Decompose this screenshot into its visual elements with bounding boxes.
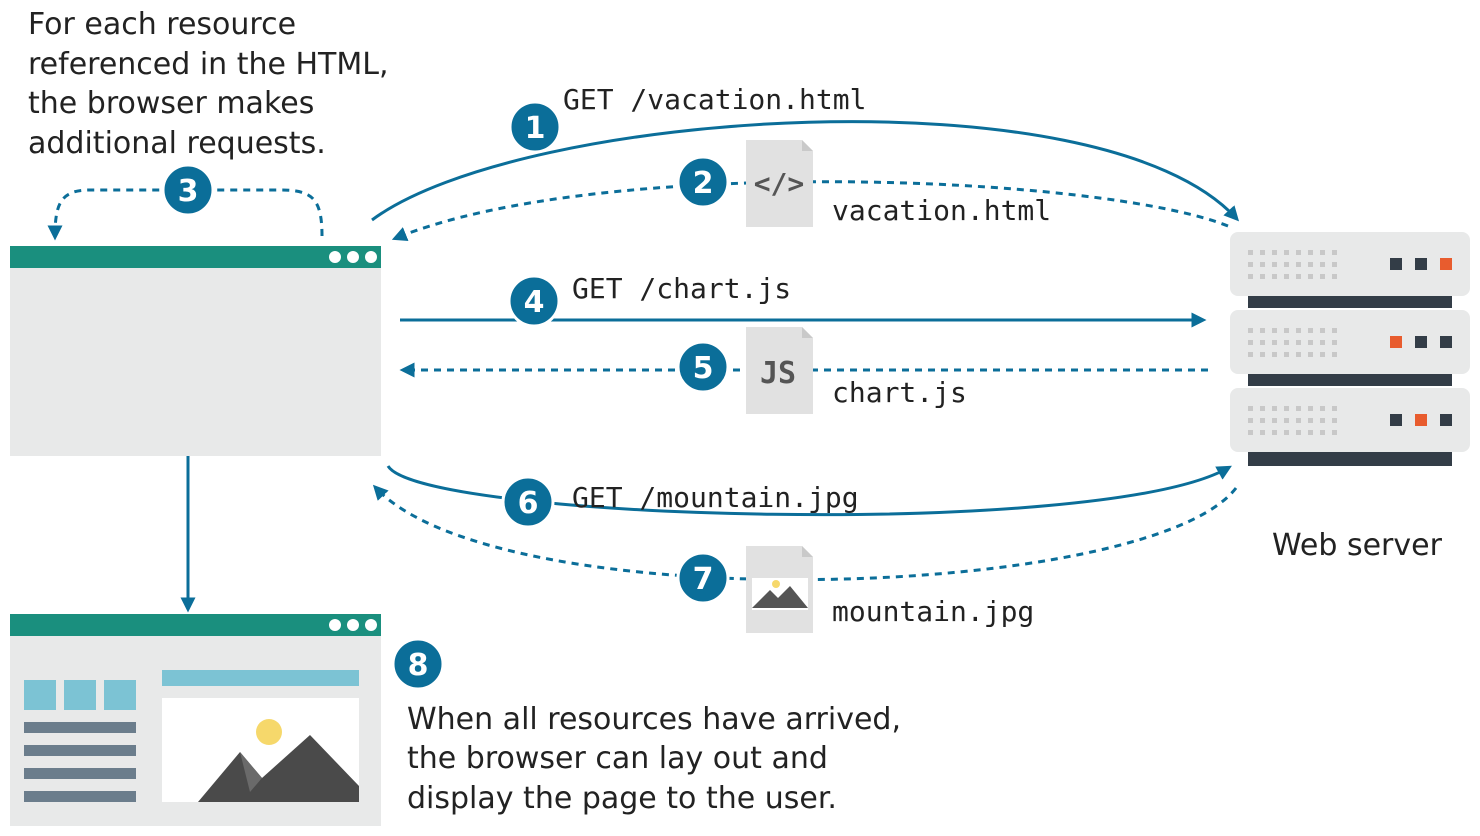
arrow-step-1	[371, 120, 1240, 222]
server-label: Web server	[1272, 528, 1443, 563]
step-badge-5: 5	[676, 340, 730, 394]
svg-text:2: 2	[693, 166, 714, 201]
intro-text: For each resource referenced in the HTML…	[28, 7, 398, 161]
response-label-2: vacation.html	[832, 194, 1051, 227]
step-badge-6: 6	[501, 475, 555, 529]
svg-text:7: 7	[693, 562, 714, 597]
sun-icon	[256, 719, 282, 745]
response-label-5: chart.js	[832, 376, 967, 409]
window-dot-icon	[347, 619, 359, 631]
step-badge-3: 3	[161, 163, 215, 217]
svg-text:6: 6	[518, 486, 539, 521]
window-dot-icon	[347, 251, 359, 263]
response-label-7: mountain.jpg	[832, 595, 1034, 628]
image-file-icon	[746, 546, 813, 633]
arrow-step-6	[386, 465, 1232, 517]
step-badge-4: 4	[507, 274, 561, 328]
svg-text:4: 4	[524, 285, 545, 320]
step-badge-1: 1	[508, 100, 562, 154]
svg-text:1: 1	[525, 111, 546, 146]
request-label-4: GET /chart.js	[572, 272, 791, 305]
html-file-icon: </>	[746, 140, 813, 227]
window-dot-icon	[329, 251, 341, 263]
svg-text:</>: </>	[754, 167, 805, 200]
outro-text: When all resources have arrived, the bro…	[407, 702, 911, 816]
js-file-icon: JS	[746, 327, 813, 414]
rendered-page-window	[10, 614, 381, 826]
arrow-step-7	[372, 484, 1238, 582]
svg-text:JS: JS	[760, 356, 796, 391]
mountain-icon	[198, 735, 359, 802]
svg-text:5: 5	[693, 351, 714, 386]
arrow-step-3	[47, 188, 324, 241]
step-badge-2: 2	[676, 155, 730, 209]
svg-text:8: 8	[408, 648, 429, 683]
arrow-step-2	[391, 180, 1229, 242]
window-dot-icon	[365, 251, 377, 263]
window-dot-icon	[365, 619, 377, 631]
request-label-1: GET /vacation.html	[563, 83, 866, 116]
request-label-6: GET /mountain.jpg	[572, 481, 859, 514]
browser-window	[10, 246, 381, 456]
step-badge-8: 8	[391, 637, 445, 691]
window-dot-icon	[329, 619, 341, 631]
svg-text:3: 3	[178, 174, 199, 209]
step-badge-7: 7	[676, 551, 730, 605]
web-server-icon	[1230, 232, 1470, 466]
